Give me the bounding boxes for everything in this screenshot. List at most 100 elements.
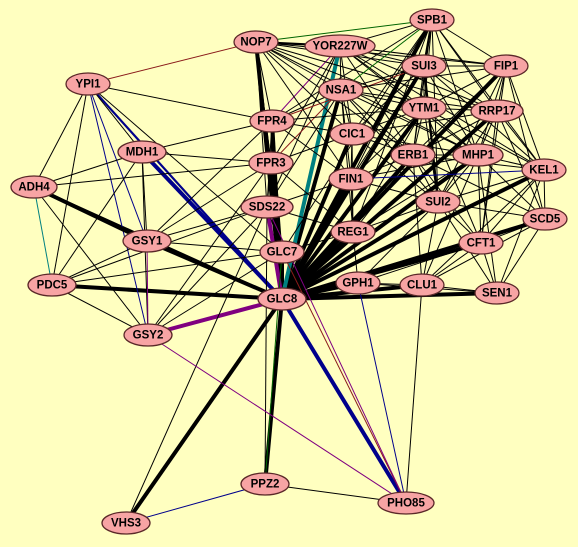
node-fpr4[interactable]: FPR4 <box>249 109 295 133</box>
node-label: NOP7 <box>240 37 271 49</box>
node-ellipse <box>452 143 504 167</box>
edge-erb1-reg1 <box>352 154 414 233</box>
node-label: ADH4 <box>18 182 50 194</box>
node-ellipse <box>65 72 111 96</box>
node-gsy2[interactable]: GSY2 <box>123 323 173 347</box>
node-sui3[interactable]: SUI3 <box>401 54 447 78</box>
edge-sui2-clu1 <box>421 201 439 286</box>
edge-gsy1-fpr3 <box>146 162 272 242</box>
edge-scd5-sen1 <box>496 218 546 294</box>
node-ellipse <box>458 231 504 255</box>
node-pdc5[interactable]: PDC5 <box>27 273 77 297</box>
node-ytm1[interactable]: YTM1 <box>401 96 447 120</box>
node-label: PPZ2 <box>251 479 280 491</box>
node-cic1[interactable]: CIC1 <box>329 122 375 146</box>
node-label: SDS22 <box>249 202 285 214</box>
edge-adh4-gsy2 <box>33 186 149 336</box>
node-clu1[interactable]: CLU1 <box>399 273 445 297</box>
node-adh4[interactable]: ADH4 <box>10 175 58 199</box>
edge-ypi1-gsy1 <box>87 83 148 242</box>
node-cft1[interactable]: CFT1 <box>458 231 504 255</box>
edge-glc7-fpr4 <box>271 120 283 253</box>
edge-nop7-rrp17 <box>255 41 498 112</box>
edge-nop7-fin1 <box>255 41 352 180</box>
edge-fpr4-fin1 <box>271 120 352 180</box>
node-mhp1[interactable]: MHP1 <box>452 143 504 167</box>
edge-sds22-nsa1 <box>266 89 342 208</box>
node-yor227w[interactable]: YOR227W <box>304 34 376 58</box>
node-fpr3[interactable]: FPR3 <box>248 151 294 175</box>
edge-fin1-kel1 <box>350 169 545 180</box>
node-ellipse <box>240 472 290 496</box>
edge-nsa1-erb1 <box>340 89 414 156</box>
node-ellipse <box>399 273 445 297</box>
edge-gph1-pho85 <box>357 282 407 504</box>
node-label: CIC1 <box>339 129 366 141</box>
edge-adh4-gsy1 <box>33 185 148 243</box>
edge-cic1-sui2 <box>351 133 439 203</box>
node-fin1[interactable]: FIN1 <box>328 167 374 191</box>
node-label: GLC8 <box>267 294 298 306</box>
node-mdh1[interactable]: MDH1 <box>117 140 167 164</box>
edge-nsa1-sui2 <box>340 89 439 203</box>
edge-glc8-gsy2 <box>147 297 283 337</box>
node-gph1[interactable]: GPH1 <box>335 271 381 295</box>
edge-glc8-mhp1 <box>280 153 480 301</box>
node-pho85[interactable]: PHO85 <box>377 491 435 515</box>
node-ppz2[interactable]: PPZ2 <box>240 472 290 496</box>
node-ellipse <box>328 167 374 191</box>
node-label: FIN1 <box>339 174 365 186</box>
edge-rrp17-cft1 <box>480 110 498 244</box>
edge-ytm1-cft1 <box>423 107 482 244</box>
node-gsy1[interactable]: GSY1 <box>122 229 172 253</box>
node-nop7[interactable]: NOP7 <box>233 30 279 54</box>
edge-ypi1-fpr4 <box>87 83 273 122</box>
edge-glc8-cft1 <box>281 241 482 301</box>
node-ellipse <box>123 323 173 347</box>
node-glc8[interactable]: GLC8 <box>257 287 307 311</box>
node-glc7[interactable]: GLC7 <box>259 240 305 264</box>
node-sui2[interactable]: SUI2 <box>415 190 461 214</box>
node-ellipse <box>101 511 151 535</box>
edge-fip1-sui2 <box>437 65 507 203</box>
node-ellipse <box>409 8 455 32</box>
edge-glc8-kel1 <box>281 168 545 301</box>
edge-sui3-sui2 <box>422 65 440 203</box>
edge-sui3-fin1 <box>350 65 425 180</box>
node-label: VHS3 <box>111 518 141 530</box>
node-spb1[interactable]: SPB1 <box>409 8 455 32</box>
node-rrp17[interactable]: RRP17 <box>470 99 524 123</box>
node-erb1[interactable]: ERB1 <box>390 143 436 167</box>
edge-ytm1-kel1 <box>423 107 545 171</box>
node-ellipse <box>318 78 364 102</box>
edge-erb1-clu1 <box>412 154 423 286</box>
node-ellipse <box>390 143 436 167</box>
node-ypi1[interactable]: YPI1 <box>65 72 111 96</box>
edge-kel1-sen1 <box>496 169 545 294</box>
node-label: FIP1 <box>494 61 519 73</box>
node-fip1[interactable]: FIP1 <box>483 54 529 78</box>
node-ellipse <box>27 273 77 297</box>
node-ellipse <box>474 281 520 305</box>
node-ellipse <box>117 140 167 164</box>
node-sen1[interactable]: SEN1 <box>474 281 520 305</box>
edge-ypi1-gsy2 <box>87 83 149 336</box>
node-label: SUI2 <box>425 197 451 209</box>
node-ellipse <box>335 271 381 295</box>
edge-adh4-fpr3 <box>33 162 272 188</box>
edge-cft1-gph1 <box>357 242 482 284</box>
edge-sui2-gph1 <box>357 201 439 284</box>
node-scd5[interactable]: SCD5 <box>522 207 568 231</box>
node-vhs3[interactable]: VHS3 <box>101 511 151 535</box>
edge-nop7-spb1 <box>255 19 433 43</box>
edge-gsy2-sds22 <box>147 206 268 336</box>
node-label: YOR227W <box>313 41 368 53</box>
node-label: SCD5 <box>530 214 561 226</box>
edge-gsy2-fpr3 <box>147 162 272 336</box>
node-reg1[interactable]: REG1 <box>330 220 376 244</box>
node-nsa1[interactable]: NSA1 <box>318 78 364 102</box>
edge-nop7-fip1 <box>255 41 507 67</box>
node-kel1[interactable]: KEL1 <box>521 158 567 182</box>
node-sds22[interactable]: SDS22 <box>240 195 294 219</box>
